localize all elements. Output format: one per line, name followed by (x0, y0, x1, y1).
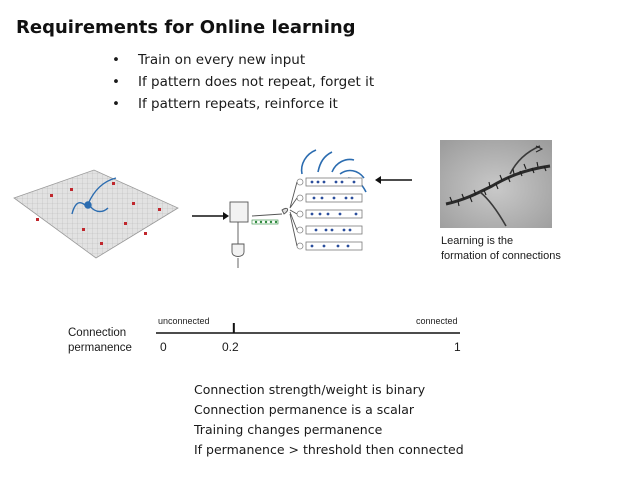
scale-label-line: permanence (68, 342, 132, 354)
distal-dendrites (300, 149, 367, 193)
scale-tick-threshold: 0.2 (222, 340, 239, 354)
unconnected-label: unconnected (158, 316, 210, 326)
fact-line: Connection strength/weight is binary (194, 382, 426, 397)
bullet-item: •If pattern does not repeat, forget it (112, 74, 375, 90)
bullet-text: If pattern repeats, reinforce it (138, 96, 338, 112)
arrow-left-icon (375, 176, 412, 184)
fact-line: Connection permanence is a scalar (194, 402, 415, 417)
bullet-item: •Train on every new input (112, 52, 306, 68)
connected-label: connected (416, 316, 458, 326)
arrow-right-icon (192, 212, 229, 220)
caption-line: Learning is the (441, 235, 514, 247)
scale-tick-1: 1 (454, 340, 461, 354)
permanence-scale (156, 323, 460, 334)
dendrite-micrograph (440, 140, 552, 228)
active-cells (36, 182, 161, 245)
neuron-model-diagram (229, 149, 367, 268)
fact-line: If permanence > threshold then connected (194, 442, 464, 457)
bullet-text: Train on every new input (138, 52, 306, 68)
scale-label-line: Connection (68, 327, 127, 339)
output-gate (231, 243, 245, 257)
grid-plane (13, 169, 179, 259)
cell-grid-illustration (13, 169, 179, 259)
dendrite-curves (71, 177, 117, 215)
facts-list: Connection strength/weight is binary Con… (194, 380, 464, 460)
bullet-list: •Train on every new input •If pattern do… (112, 49, 374, 115)
scale-label: Connection permanence (68, 326, 132, 356)
bullet-text: If pattern does not repeat, forget it (138, 74, 375, 90)
caption-line: formation of connections (441, 250, 561, 262)
slide-title: Requirements for Online learning (16, 17, 356, 38)
learning-caption: Learning is the formation of connections (441, 234, 561, 264)
cell-body (229, 201, 249, 223)
fact-line: Training changes permanence (194, 422, 383, 437)
bullet-item: •If pattern repeats, reinforce it (112, 96, 338, 112)
segment-rows (296, 177, 363, 251)
scale-tick-0: 0 (160, 340, 167, 354)
proximal-segment (251, 219, 279, 225)
